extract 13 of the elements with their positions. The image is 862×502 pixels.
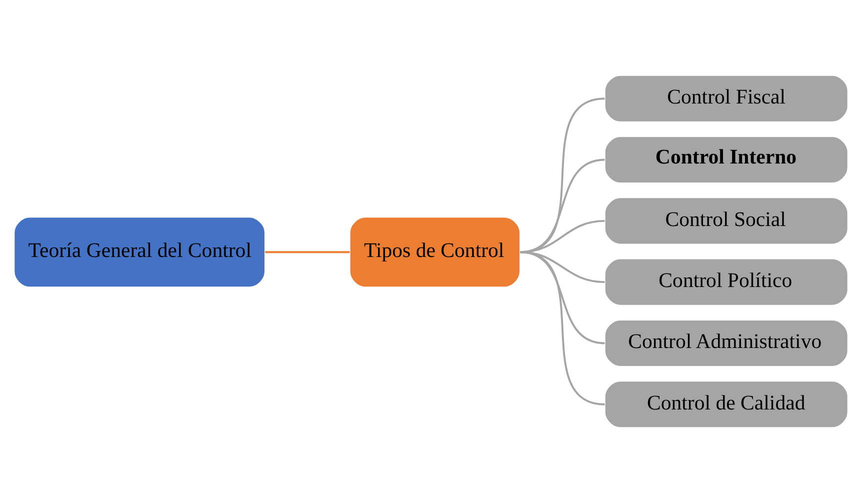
node-box: Control Interno (604, 135, 849, 184)
node-box: Control Político (604, 258, 849, 306)
connector (520, 219, 605, 253)
node-box: Control Administrativo (604, 318, 849, 367)
node-box: Control Social (604, 196, 849, 244)
node-box: Tipos de Control (349, 216, 521, 288)
connector (265, 250, 350, 253)
connector (520, 158, 605, 253)
node-box: Control de Calidad (604, 380, 849, 428)
node-box: Teoría General del Control (13, 216, 266, 288)
node-box: Control Fiscal (604, 74, 849, 122)
connector (520, 97, 605, 253)
connector (520, 250, 605, 405)
